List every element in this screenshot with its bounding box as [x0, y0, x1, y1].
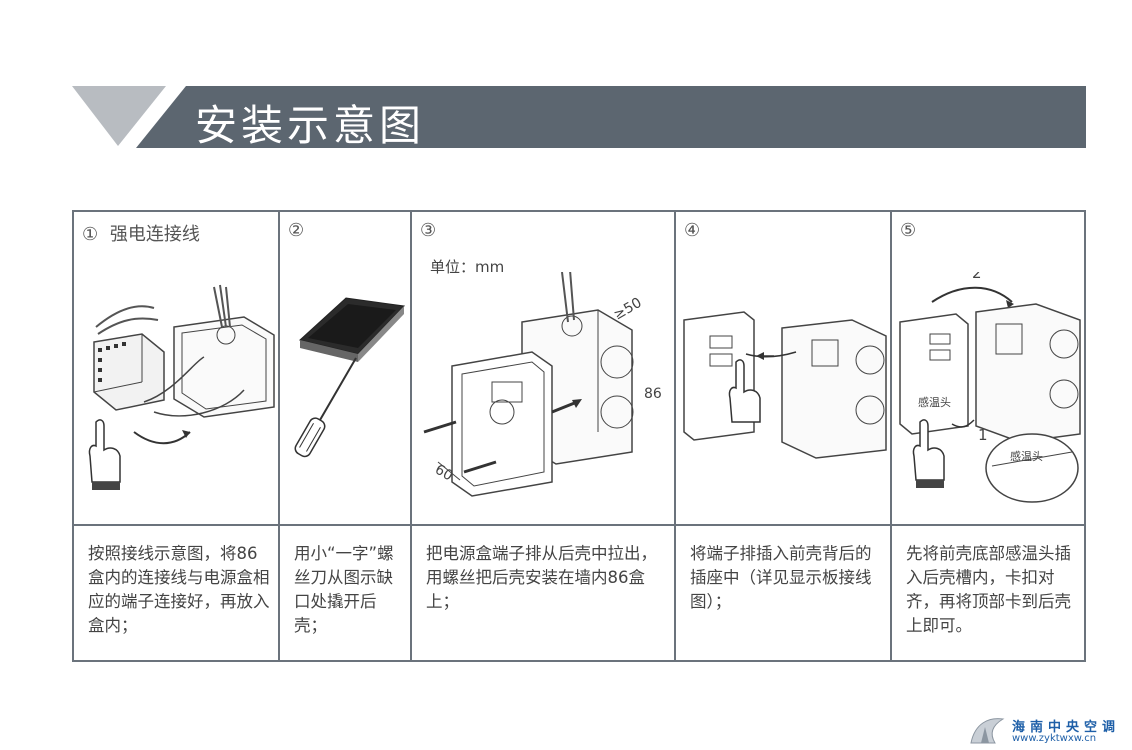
step-3-illustration: 86 ≥50 60: [412, 272, 676, 522]
step-3-header: ③: [420, 220, 436, 241]
step-4-header: ④: [684, 220, 700, 241]
dim-height: 86: [644, 386, 662, 402]
watermark-url: www.zyktwxw.cn: [1012, 733, 1096, 744]
step-number: ②: [288, 220, 304, 241]
sensor-zoom-label: 感温头: [1010, 450, 1043, 463]
step-5: ⑤ 2 感温头 1: [892, 212, 1086, 660]
step-5-illustration: 2 感温头 1 感温头: [892, 272, 1086, 522]
step-5-header: ⑤: [900, 220, 916, 241]
step-1-caption: 按照接线示意图，将86盒内的连接线与电源盒相应的端子连接好，再放入盒内；: [88, 542, 270, 638]
step-4: ④ 将端子排插入前壳背后的插座中（详: [676, 212, 892, 660]
step-2: ② 用小“一字”螺丝刀从图示缺口处撬开后壳；: [280, 212, 412, 660]
step-number: ④: [684, 220, 700, 241]
steps-table: ① 强电连接线: [72, 210, 1086, 662]
step-2-caption: 用小“一字”螺丝刀从图示缺口处撬开后壳；: [294, 542, 402, 638]
page-title: 安装示意图: [195, 92, 425, 153]
step-3: ③ 单位：mm: [412, 212, 676, 660]
banner-graphic: [0, 0, 1132, 160]
dim-width: ≥50: [611, 295, 645, 324]
step-number: ⑤: [900, 220, 916, 241]
step-3-caption: 把电源盒端子排从后壳中拉出，用螺丝把后壳安装在墙内86盒上；: [426, 542, 666, 614]
step-1-header: ① 强电连接线: [82, 220, 200, 246]
step-2-header: ②: [288, 220, 304, 241]
step-1: ① 强电连接线: [74, 212, 280, 660]
header-banner: 安装示意图: [0, 0, 1132, 160]
step-title: 强电连接线: [110, 224, 200, 245]
step-number: ③: [420, 220, 436, 241]
step-1-illustration: [74, 272, 280, 522]
step-5-caption: 先将前壳底部感温头插入后壳槽内，卡扣对齐，再将顶部卡到后壳上即可。: [906, 542, 1078, 638]
arrow-1-label: 1: [978, 426, 988, 444]
step-2-illustration: [280, 272, 412, 522]
step-4-caption: 将端子排插入前壳背后的插座中（详见显示板接线图）；: [690, 542, 882, 614]
step-4-illustration: [676, 272, 892, 522]
arrow-2-label: 2: [972, 272, 982, 282]
sensor-label: 感温头: [918, 396, 951, 409]
step-number: ①: [82, 224, 98, 245]
